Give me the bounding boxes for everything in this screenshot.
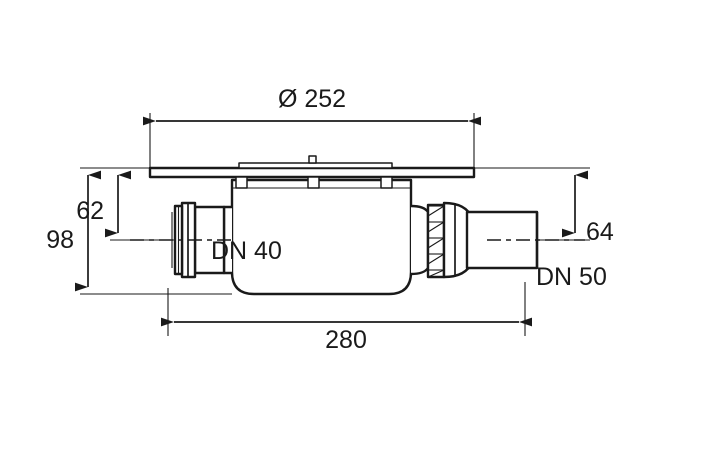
dimension-label-98: 98 — [46, 226, 74, 254]
dimension-label-diameter: Ø 252 — [278, 85, 346, 113]
dimension-length-overall: 280 — [161, 282, 532, 354]
section-hatching — [427, 205, 445, 278]
cover-plate — [148, 155, 476, 179]
dimension-label-280: 280 — [325, 326, 367, 354]
outlet-connector — [410, 201, 474, 279]
dimension-height-outlet: 64 — [474, 167, 614, 246]
label-dn50: DN 50 — [536, 263, 607, 291]
dimension-label-64: 64 — [586, 218, 614, 246]
dimension-diameter-top: Ø 252 — [143, 85, 481, 170]
dimension-label-62: 62 — [76, 197, 104, 225]
dimension-height-inlet: 62 — [76, 167, 175, 241]
label-dn40: DN 40 — [211, 237, 282, 265]
trap-body — [230, 178, 413, 296]
plate-knob — [308, 155, 317, 164]
support-posts — [232, 176, 411, 189]
